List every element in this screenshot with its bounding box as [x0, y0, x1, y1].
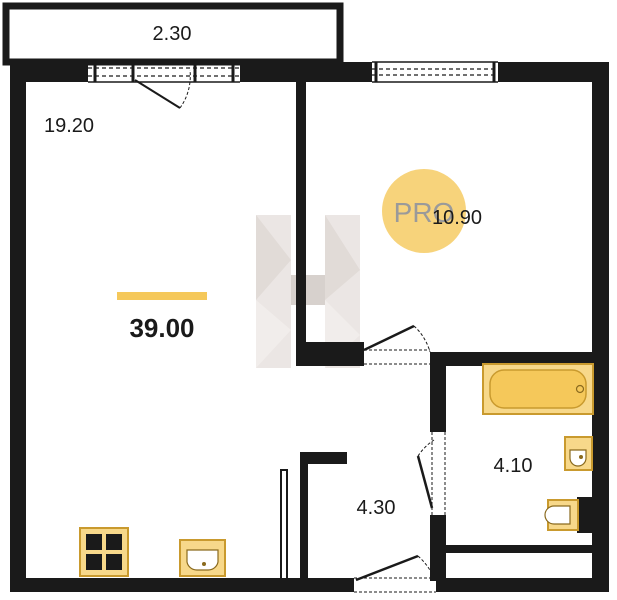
total-area-underline [117, 292, 207, 300]
total-area-value: 39.00 [129, 313, 194, 343]
toilet [544, 497, 593, 533]
exterior-walls [10, 62, 609, 592]
doors [354, 324, 446, 593]
bedroom-area-label: 10.90 [432, 207, 482, 229]
window-balcony-door [88, 61, 240, 109]
hallway-area-label: 4.30 [357, 497, 396, 519]
living-room-area-label: 19.20 [44, 115, 94, 137]
windows [88, 61, 498, 109]
kitchen-sink [179, 539, 226, 577]
interior-walls [280, 82, 600, 582]
door-bathroom [416, 432, 446, 515]
door-bedroom [363, 324, 431, 365]
kitchen-stove [79, 527, 129, 577]
window-bedroom [372, 61, 498, 83]
bathroom-sink [564, 436, 593, 471]
bathroom-area-label: 4.10 [494, 455, 533, 477]
door-entrance [354, 554, 436, 593]
watermark-logo [256, 215, 360, 368]
pro-badge-text: PRO [394, 197, 455, 228]
balcony-area-label: 2.30 [153, 23, 192, 45]
bathtub [482, 363, 594, 415]
pro-badge: PRO [382, 169, 466, 253]
total-area: 39.00 [117, 292, 207, 343]
